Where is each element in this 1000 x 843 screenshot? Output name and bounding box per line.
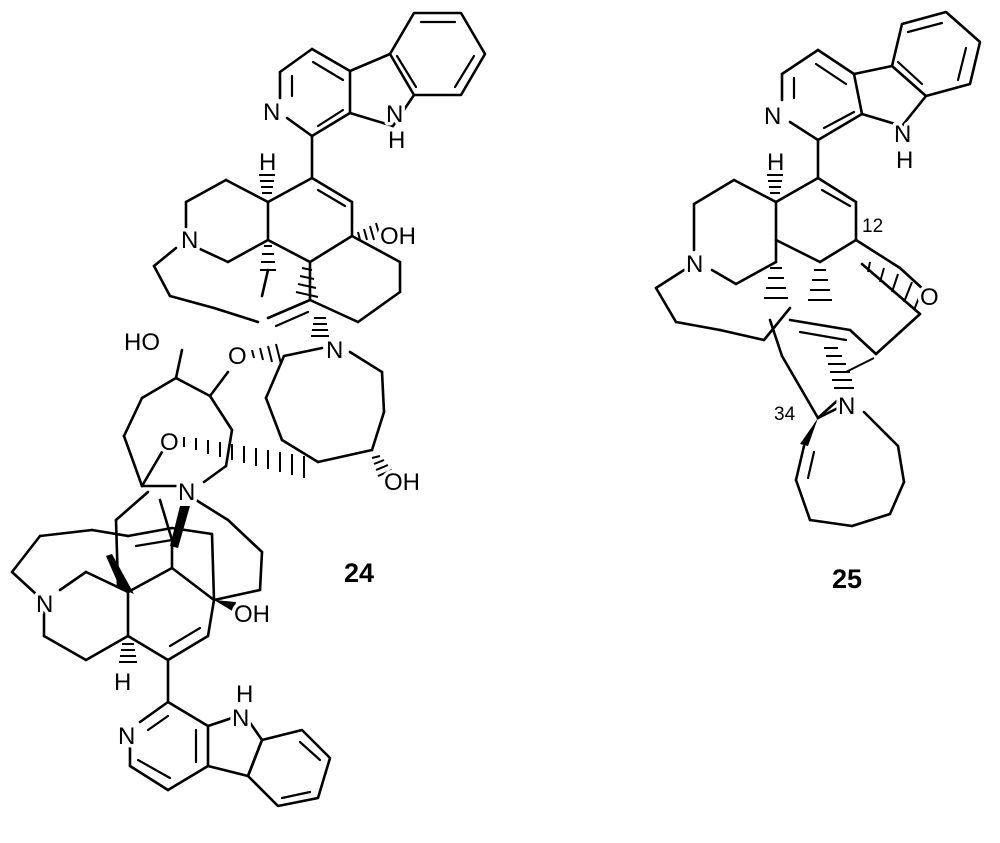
atom-label: N <box>118 723 135 750</box>
top-cyclohexene <box>266 176 354 264</box>
atom-label: H <box>236 681 253 708</box>
top-ring-h-hash <box>259 174 275 194</box>
atom-label: H <box>259 149 276 176</box>
top-pyridine-ring <box>278 47 352 138</box>
bottom-piperidine <box>42 570 130 662</box>
bottom-cage <box>114 490 264 602</box>
bottom-macrocycle <box>10 528 130 596</box>
atom-label: H <box>767 149 784 176</box>
25-epoxide <box>854 238 926 316</box>
atom-label: H <box>896 147 913 174</box>
compound-number-24: 24 <box>344 558 374 588</box>
bottom-beta-carboline <box>128 700 332 808</box>
bottom-ring-h-hash <box>119 643 137 663</box>
compound-24-structure: N N H H OH N HO O N O OH N N OH H N H N … <box>10 11 487 808</box>
atom-label: O <box>920 284 939 311</box>
25-pyridine-ring <box>780 48 864 142</box>
atom-label: N <box>36 591 53 618</box>
atom-label: HO <box>124 329 160 356</box>
top-piperidine <box>184 178 270 264</box>
locant-34: 34 <box>774 404 796 425</box>
atom-label: N <box>178 479 195 506</box>
25-benzene-ring <box>890 10 982 98</box>
25-ring-h-hash <box>767 174 783 194</box>
azocine-ring <box>264 346 386 464</box>
bottom-cyclohexene <box>126 566 216 662</box>
25-pyrrole-ring <box>852 64 928 128</box>
atom-label: N <box>386 101 403 128</box>
atom-label: H <box>114 669 131 696</box>
top-oh-hash <box>357 222 382 241</box>
25-macrocycle <box>654 268 792 342</box>
azocine-n-hash <box>311 317 329 337</box>
bottom-wedge <box>106 554 134 594</box>
25-azocine <box>794 398 906 528</box>
azocine-oh-hash <box>371 455 393 477</box>
locant-12: 12 <box>862 216 883 237</box>
atom-label: N <box>232 705 249 732</box>
top-pyrrole-ring <box>348 52 416 128</box>
atom-label: N <box>686 251 703 278</box>
atom-label: N <box>263 99 280 126</box>
atom-label: N <box>838 393 855 420</box>
atom-label: O <box>160 429 179 456</box>
atom-label: O <box>228 343 247 370</box>
atom-label: N <box>181 227 198 254</box>
ether-o-lower-hash <box>183 437 305 478</box>
top-macrocycle <box>152 234 402 328</box>
25-piperidine <box>692 178 778 286</box>
top-center-hashes <box>260 245 319 298</box>
atom-label: OH <box>234 601 270 628</box>
atom-label: OH <box>380 223 416 250</box>
oxocane-ring <box>122 348 234 488</box>
atom-label: N <box>326 337 343 364</box>
atom-label: H <box>388 127 405 154</box>
ether-o-upper-hash <box>251 343 282 365</box>
compound-number-25: 25 <box>832 564 862 594</box>
compound-25-structure: N N H H N O N 12 34 25 <box>654 10 982 594</box>
25-center-hashes <box>764 267 832 301</box>
atom-label: N <box>764 103 781 130</box>
atom-label: OH <box>384 469 420 496</box>
top-benzene-ring <box>388 11 487 97</box>
25-cyclohexene <box>774 176 858 264</box>
bottom-oh-wedge <box>214 600 236 612</box>
atom-label: N <box>894 121 911 148</box>
